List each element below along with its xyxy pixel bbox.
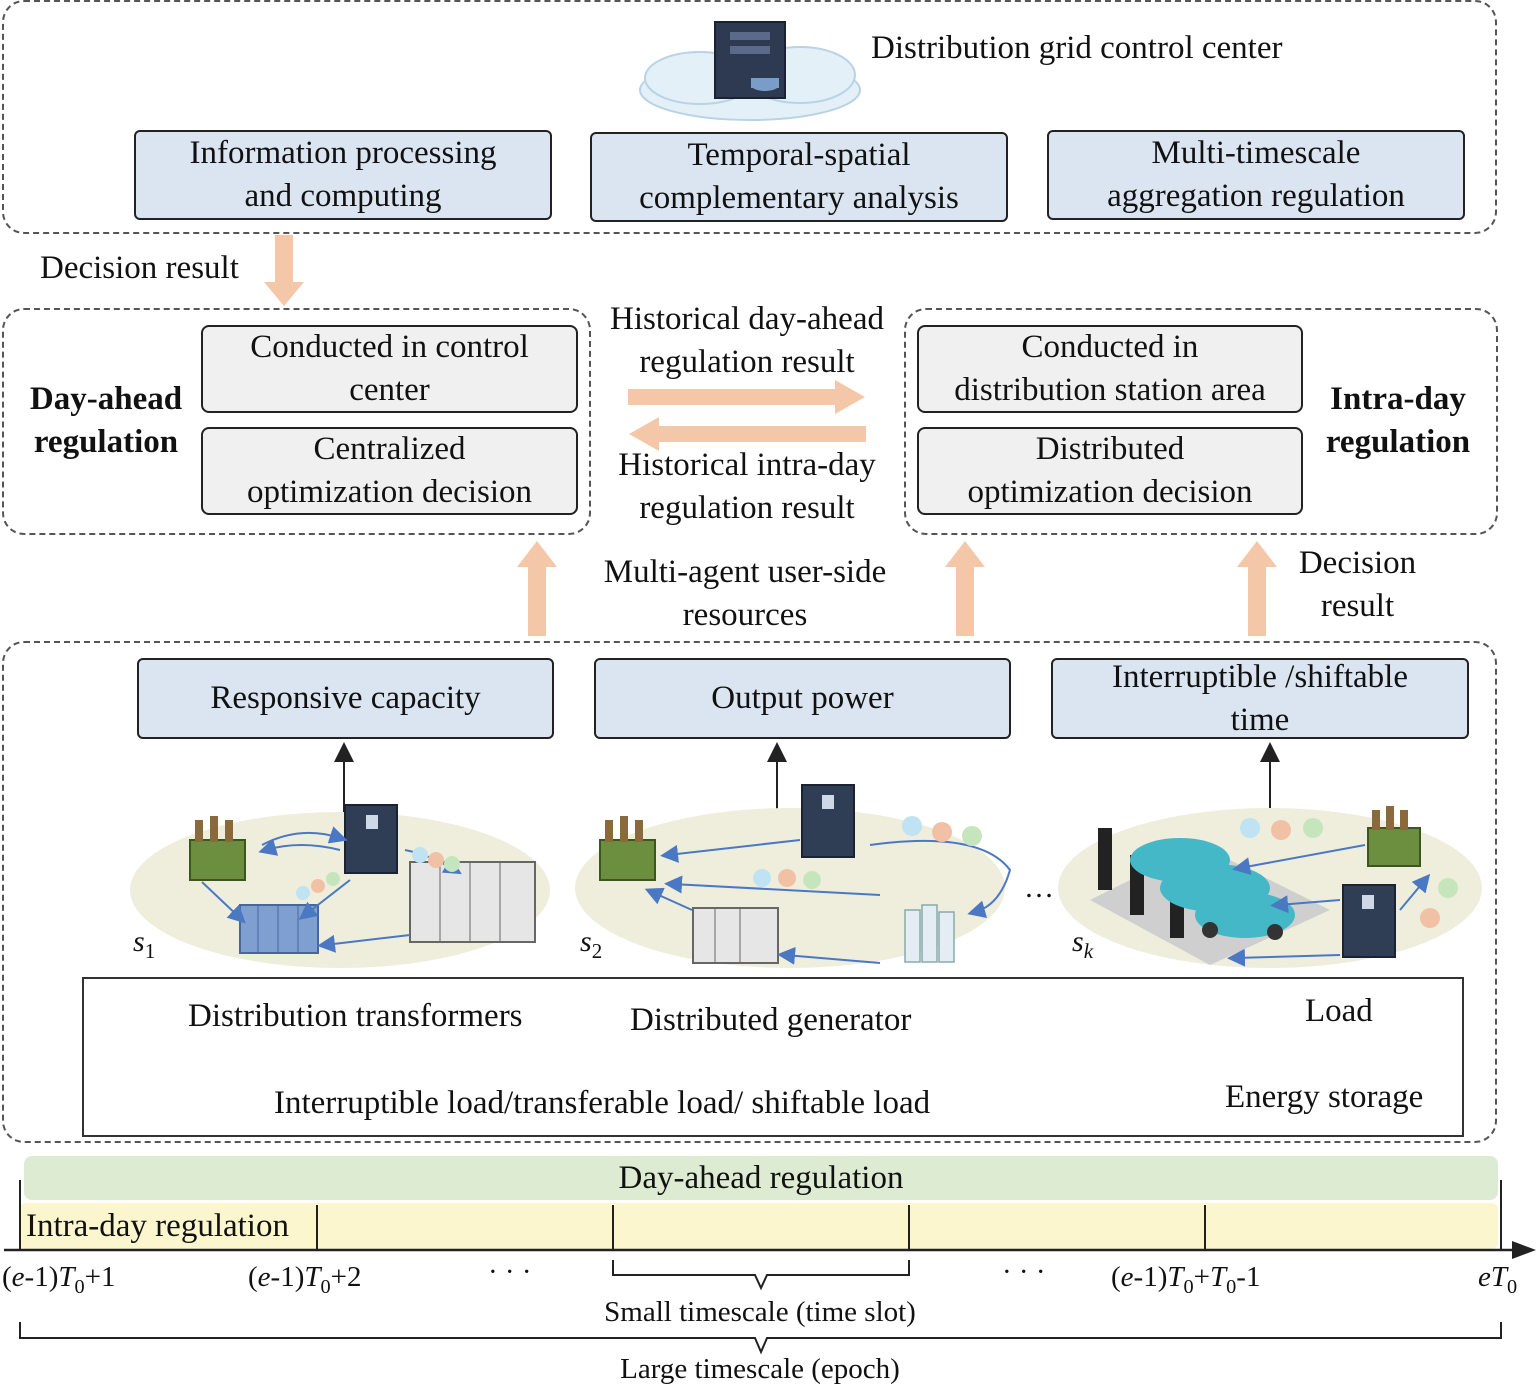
intra-day-panel [904, 308, 1498, 535]
intra-day-label: Intra-day regulation [1325, 381, 1471, 460]
legend-flex-load: Interruptible load/transferable load/ sh… [274, 1085, 931, 1121]
tick-dots-1: · · · [488, 1256, 532, 1288]
legend-box [82, 977, 1464, 1137]
day-ahead-bar [24, 1156, 1498, 1200]
day-ahead-label: Day-ahead regulation [29, 381, 183, 460]
tick-label-2: (e-1)T0+2 [248, 1261, 362, 1298]
module-temporal-spatial: Temporal-spatial complementary analysis [590, 132, 1008, 222]
clusterk-flow-arrows [1227, 844, 1431, 967]
historical-day-ahead-text: Historical day-ahead regulation result [610, 301, 884, 380]
tick-label-4: eT0 [1478, 1261, 1518, 1298]
transformer-icon-k [1367, 806, 1421, 867]
generator-icon [344, 804, 398, 874]
intra-day-bar [20, 1203, 1498, 1249]
cloud-server-icon [639, 21, 861, 121]
transformer-icon-2 [599, 816, 656, 881]
decision-result-right: Decision result [1298, 545, 1417, 624]
history-right-arrow [628, 380, 865, 414]
resources-panel [2, 641, 1497, 1143]
large-timescale-label: Large timescale (epoch) [620, 1353, 900, 1385]
multi-agent-text: Multi-agent user-side resources [603, 554, 887, 633]
storage-cabinet-icon [409, 861, 536, 943]
cluster-label-s2: s2 [580, 925, 603, 963]
slot-dividers [19, 1180, 1502, 1249]
time-axis [4, 1241, 1536, 1259]
cluster-label-s1: s1 [133, 925, 156, 963]
tick-label-1: (e-1)T0+1 [2, 1261, 116, 1298]
shiftable-time-box: Interruptible /shiftable time [1051, 658, 1469, 739]
transformer-icon [189, 816, 246, 881]
legend-generator: Distributed generator [630, 1002, 912, 1038]
day-ahead-bar-label: Day-ahead regulation [618, 1160, 904, 1196]
small-timescale-brace [612, 1260, 910, 1291]
history-left-arrow [629, 417, 866, 451]
intra-day-location-box: Conducted in distribution station area [917, 325, 1303, 413]
cluster2-flex-icons [753, 816, 982, 889]
decision-down-arrow [264, 235, 304, 306]
module-info-processing: Information processing and computing [134, 130, 552, 220]
control-center-title: Distribution grid control center [871, 30, 1283, 66]
decision-result-left: Decision result [40, 250, 239, 286]
historical-intra-day-text: Historical intra-day regulation result [618, 447, 876, 526]
generator-icon-2 [801, 784, 855, 858]
output-power-box: Output power [594, 658, 1011, 739]
up-arrow-left [517, 541, 557, 636]
responsive-capacity-box: Responsive capacity [137, 658, 554, 739]
legend-storage: Energy storage [1225, 1079, 1424, 1115]
generator-icon-k [1342, 884, 1396, 958]
module-multi-timescale: Multi-timescale aggregation regulation [1047, 130, 1465, 220]
up-arrow-middle [945, 541, 985, 636]
legend-transformers: Distribution transformers [188, 998, 523, 1034]
legend-load: Load [1305, 993, 1373, 1029]
day-ahead-location-box: Conducted in control center [201, 325, 578, 413]
cluster1-flex-icons [296, 847, 460, 900]
day-ahead-panel [2, 308, 591, 535]
storage-cabinet-icon-2 [692, 907, 779, 964]
cluster-ellipsis: … [1024, 871, 1054, 904]
intra-day-bar-label: Intra-day regulation [26, 1208, 289, 1244]
clusterk-flex-icons [1240, 818, 1458, 928]
tick-label-3: (e-1)T0+T0-1 [1111, 1261, 1261, 1298]
building-load-icon [904, 904, 955, 963]
tick-dots-2: · · · [1002, 1256, 1046, 1288]
small-timescale-label: Small timescale (time slot) [604, 1296, 916, 1328]
cluster2-area [575, 808, 1005, 968]
up-arrow-right [1237, 541, 1277, 636]
cluster2-flow-arrows [644, 839, 1012, 965]
ev-charging-load-icon [1090, 828, 1330, 965]
large-timescale-brace [19, 1322, 1502, 1355]
control-center-panel [2, 0, 1497, 234]
distributed-decision-box: Distributed optimization decision [917, 427, 1303, 515]
cluster-label-sk: sk [1072, 925, 1094, 963]
centralized-decision-box: Centralized optimization decision [201, 427, 578, 515]
